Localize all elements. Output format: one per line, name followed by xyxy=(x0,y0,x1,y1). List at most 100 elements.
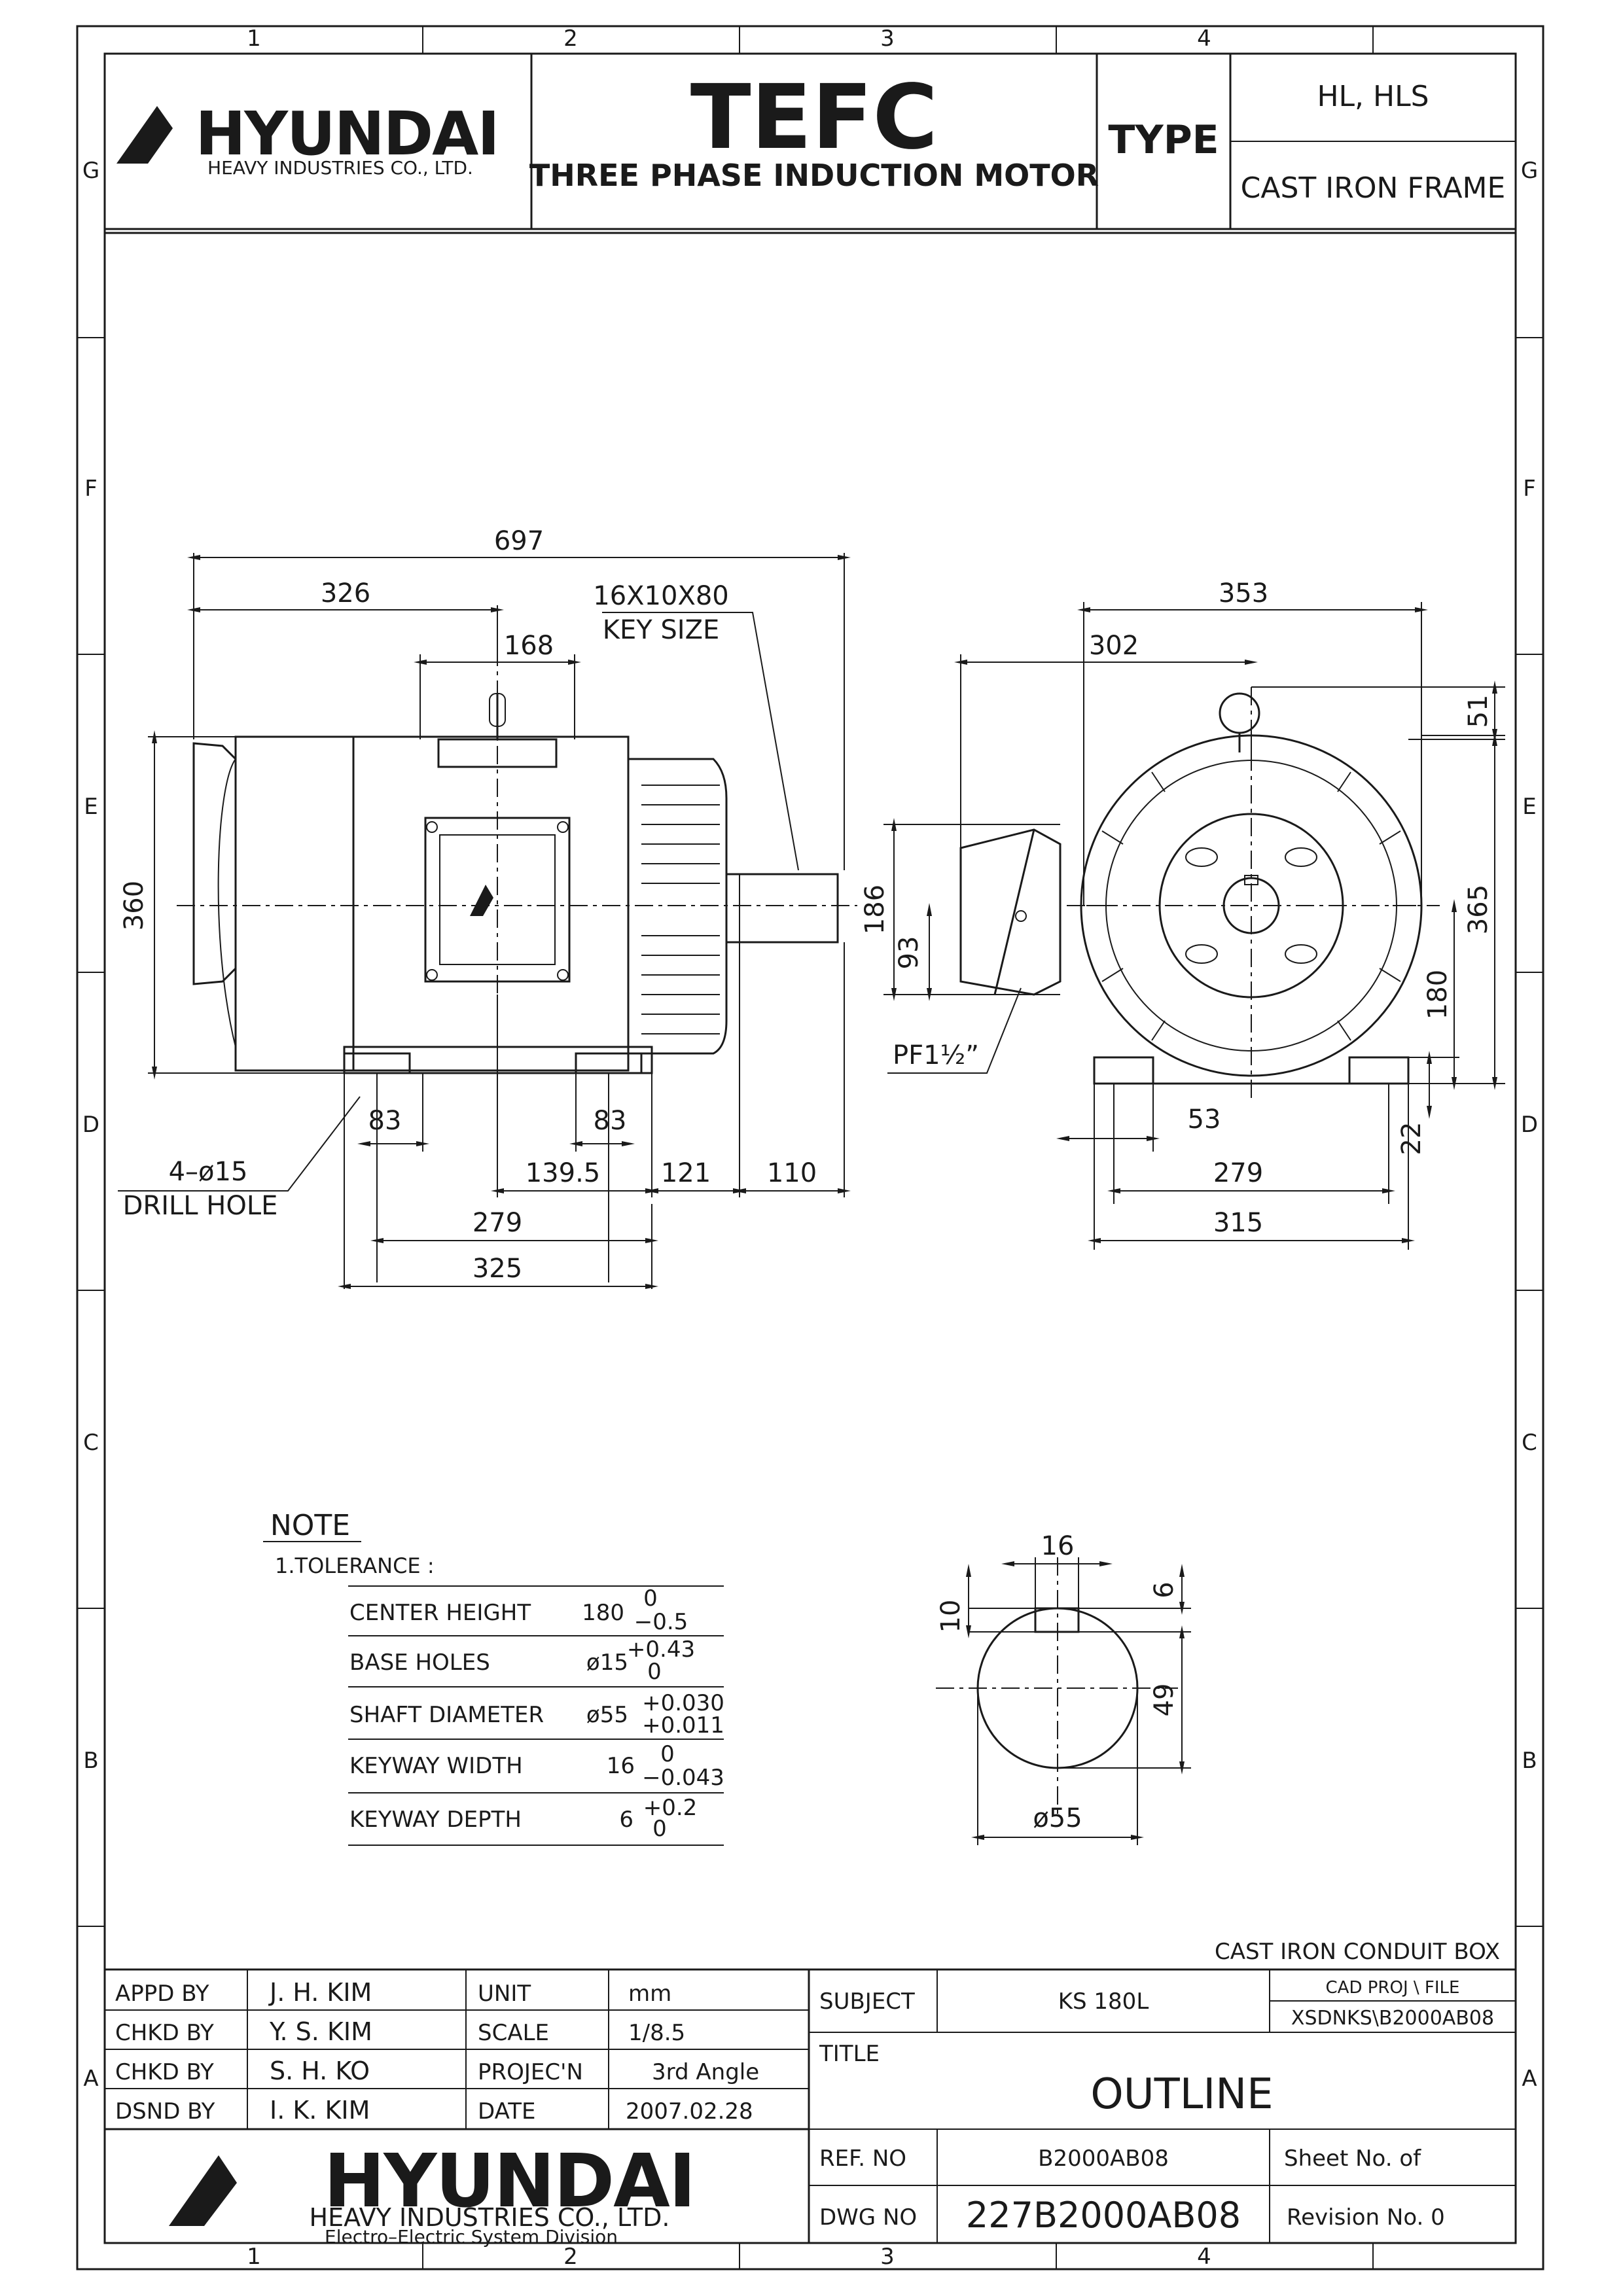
dim-box-width: 168 xyxy=(504,631,554,661)
end-view: 353 302 51 186 93 365 180 PF1½” 53 22 27… xyxy=(860,578,1505,1250)
tol-row-2-upper: +0.43 xyxy=(627,1636,695,1663)
zone-row-e-left: E xyxy=(84,794,98,820)
tol-row-1-label: CENTER HEIGHT xyxy=(349,1600,531,1626)
ref-label: REF. NO xyxy=(819,2146,906,2172)
cad-value: XSDNKS\B2000AB08 xyxy=(1291,2007,1494,2030)
tol-row-3-value: ø55 xyxy=(586,1702,628,1728)
dim-end-feet-span: 279 xyxy=(1213,1158,1263,1188)
zone-row-b-right: B xyxy=(1522,1748,1537,1774)
proj-value: 3rd Angle xyxy=(652,2059,759,2085)
zone-col-1-top: 1 xyxy=(247,26,261,52)
dim-to-center: 326 xyxy=(321,578,370,609)
zone-row-g-left: G xyxy=(82,158,99,184)
footer-division: Electro–Electric System Division xyxy=(325,2226,618,2248)
scale-label: SCALE xyxy=(478,2020,549,2046)
dim-box-offset: 302 xyxy=(1089,631,1139,661)
chkd1-label: CHKD BY xyxy=(115,2020,214,2046)
zone-row-g-right: G xyxy=(1521,158,1538,184)
zone-col-3-top: 3 xyxy=(880,26,895,52)
chkd2-label: CHKD BY xyxy=(115,2059,214,2085)
hole-count: 4–ø15 xyxy=(169,1157,248,1187)
unit-value: mm xyxy=(628,1981,671,2007)
dwg-value: 227B2000AB08 xyxy=(966,2195,1241,2236)
tolerance-label: 1.TOLERANCE : xyxy=(275,1553,435,1578)
zone-col-3-bottom: 3 xyxy=(880,2244,895,2270)
dim-center-height: 180 xyxy=(1423,970,1453,1019)
tol-row-2-lower: 0 xyxy=(647,1659,662,1685)
dim-key-width: 16 xyxy=(1041,1531,1075,1561)
revision-label: Revision No. 0 xyxy=(1287,2204,1445,2231)
header-brand: HYUNDAI xyxy=(195,99,498,169)
nameplate-logo-icon xyxy=(470,885,493,916)
dim-shaft-diameter: ø55 xyxy=(1033,1803,1082,1833)
proj-label: PROJEC'N xyxy=(478,2059,583,2085)
shaft-section: 16 6 10 49 ø55 xyxy=(936,1531,1191,1845)
dim-key-depth: 6 xyxy=(1149,1581,1179,1598)
date-label: DATE xyxy=(478,2098,535,2125)
appd-value: J. H. KIM xyxy=(268,1978,372,2007)
title-block: APPD BY J. H. KIM CHKD BY Y. S. KIM CHKD… xyxy=(105,1968,1516,2248)
tol-row-5-upper: +0.2 xyxy=(643,1795,698,1821)
dim-c: 139.5 xyxy=(526,1158,601,1188)
zone-row-f-right: F xyxy=(1523,476,1536,502)
cad-label: CAD PROJ \ FILE xyxy=(1326,1978,1460,1998)
title-label: TITLE xyxy=(819,2041,880,2067)
dwg-label: DWG NO xyxy=(819,2204,917,2231)
chkd1-value: Y. S. KIM xyxy=(269,2017,372,2046)
dsnd-value: I. K. KIM xyxy=(270,2096,370,2125)
zone-row-a-right: A xyxy=(1522,2066,1537,2092)
dim-eye-bolt: 51 xyxy=(1463,695,1493,728)
dim-height-total: 365 xyxy=(1463,885,1493,934)
side-view: 697 326 168 16X10X80 KEY SIZE 360 83 83 … xyxy=(118,526,857,1289)
sheet-border xyxy=(76,25,1544,2270)
zone-labels: 1 2 3 4 1 2 3 4 G F E D C B A G F E D C … xyxy=(82,26,1538,2270)
zone-row-a-left: A xyxy=(83,2066,98,2092)
key-size-value: 16X10X80 xyxy=(593,581,729,611)
dim-key-height: 10 xyxy=(936,1600,966,1633)
tol-row-1-lower: −0.5 xyxy=(634,1609,688,1635)
subject-label: SUBJECT xyxy=(819,1988,915,2015)
zone-col-4-bottom: 4 xyxy=(1197,2244,1211,2270)
dim-feet-total: 325 xyxy=(473,1254,522,1284)
tol-row-5-label: KEYWAY DEPTH xyxy=(349,1807,522,1833)
header-title-sub: THREE PHASE INDUCTION MOTOR xyxy=(529,158,1099,193)
zone-row-c-left: C xyxy=(83,1430,99,1456)
header-frame: CAST IRON FRAME xyxy=(1241,171,1506,205)
tol-row-5-value: 6 xyxy=(619,1807,633,1833)
conduit-size: PF1½” xyxy=(893,1040,979,1070)
conduit-note: CAST IRON CONDUIT BOX xyxy=(1215,1939,1500,1965)
tol-row-4-upper: 0 xyxy=(660,1741,675,1767)
chkd2-value: S. H. KO xyxy=(270,2057,370,2085)
header-block: HYUNDAI HEAVY INDUSTRIES CO., LTD. TEFC … xyxy=(105,54,1516,234)
dim-box-height: 186 xyxy=(860,885,890,934)
dim-foot-width: 53 xyxy=(1188,1104,1221,1135)
dim-height: 360 xyxy=(119,881,149,930)
unit-label: UNIT xyxy=(478,1981,531,2007)
zone-row-d-right: D xyxy=(1521,1112,1538,1138)
hyundai-logo-icon xyxy=(116,106,173,164)
footer-brand: HYUNDAI xyxy=(324,2139,695,2224)
zone-row-d-left: D xyxy=(82,1112,99,1138)
key-size-label: KEY SIZE xyxy=(603,615,720,645)
drill-hole-label: DRILL HOLE xyxy=(123,1191,278,1221)
dim-foot-left: 83 xyxy=(368,1106,402,1136)
sheet-label: Sheet No. of xyxy=(1284,2146,1421,2172)
scale-value: 1/8.5 xyxy=(628,2020,685,2046)
tol-row-1-upper: 0 xyxy=(643,1585,658,1612)
dim-shoulder: 121 xyxy=(661,1158,711,1188)
date-value: 2007.02.28 xyxy=(626,2098,753,2125)
note-heading: NOTE xyxy=(270,1509,350,1542)
note-block: NOTE 1.TOLERANCE : CENTER HEIGHT 180 0 −… xyxy=(263,1509,724,1846)
dim-base-height: 22 xyxy=(1397,1122,1427,1156)
header-type-value: HL, HLS xyxy=(1317,80,1429,113)
zone-col-2-bottom: 2 xyxy=(563,2244,578,2270)
zone-row-e-right: E xyxy=(1522,794,1536,820)
hyundai-footer-logo-icon xyxy=(169,2155,237,2226)
tol-row-4-value: 16 xyxy=(607,1753,635,1779)
zone-row-f-left: F xyxy=(84,476,98,502)
subject-value: KS 180L xyxy=(1058,1988,1149,2015)
tol-row-3-lower: +0.011 xyxy=(642,1712,724,1739)
dim-end-width: 353 xyxy=(1219,578,1268,609)
tol-row-3-upper: +0.030 xyxy=(642,1690,724,1716)
